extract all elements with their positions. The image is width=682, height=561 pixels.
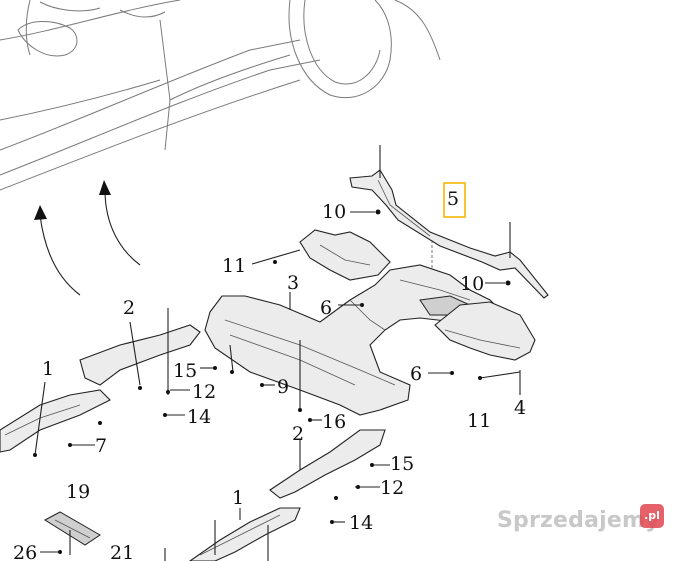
callout-5-highlight-box	[443, 182, 466, 218]
part-2-side-panel-right	[269, 429, 386, 499]
direction-arrows	[34, 180, 141, 296]
callout-19: 19	[66, 481, 90, 503]
sprzedajemy-logo-icon: .pl	[640, 504, 664, 528]
part-19-clip	[44, 511, 101, 546]
callout-labels: 5 10 10 11 11 3 6 6 2 2 1 1 15 15 12 12 …	[13, 188, 526, 561]
callout-15-upper: 15	[173, 360, 197, 382]
fastener-dots	[33, 209, 511, 554]
callout-7: 7	[95, 435, 107, 457]
part-11-upper-shield	[299, 229, 391, 281]
part-2-side-panel-left	[79, 324, 201, 386]
callout-4: 4	[514, 397, 526, 419]
part-1-sill-panel-left	[0, 389, 111, 453]
callout-10-top: 10	[322, 201, 346, 223]
callout-2-upper: 2	[123, 297, 135, 319]
callout-14-upper: 14	[187, 406, 211, 428]
callout-1-upper: 1	[42, 358, 54, 380]
callout-6-lower: 6	[410, 363, 422, 385]
callout-16: 16	[322, 411, 346, 433]
callout-5: 5	[447, 188, 459, 210]
watermark-text: Sprzedajemy	[497, 508, 660, 533]
callout-15-lower: 15	[390, 453, 414, 475]
callout-21: 21	[110, 542, 134, 561]
callout-11-left: 11	[222, 255, 246, 277]
callout-12-upper: 12	[192, 381, 216, 403]
callout-2-lower: 2	[292, 423, 304, 445]
part-1-sill-panel-lower	[189, 507, 301, 561]
car-body-outline	[0, 0, 441, 191]
callout-6-upper: 6	[320, 297, 332, 319]
callout-26: 26	[13, 542, 37, 561]
callout-1-lower: 1	[232, 487, 244, 509]
callout-3: 3	[287, 272, 299, 294]
part-4-right-shield	[434, 301, 536, 361]
callout-9: 9	[277, 376, 289, 398]
callout-10-right: 10	[460, 273, 484, 295]
callout-14-lower: 14	[349, 512, 373, 534]
callout-11-right: 11	[467, 410, 491, 432]
leader-lines	[34, 211, 521, 561]
callout-12-lower: 12	[380, 477, 404, 499]
